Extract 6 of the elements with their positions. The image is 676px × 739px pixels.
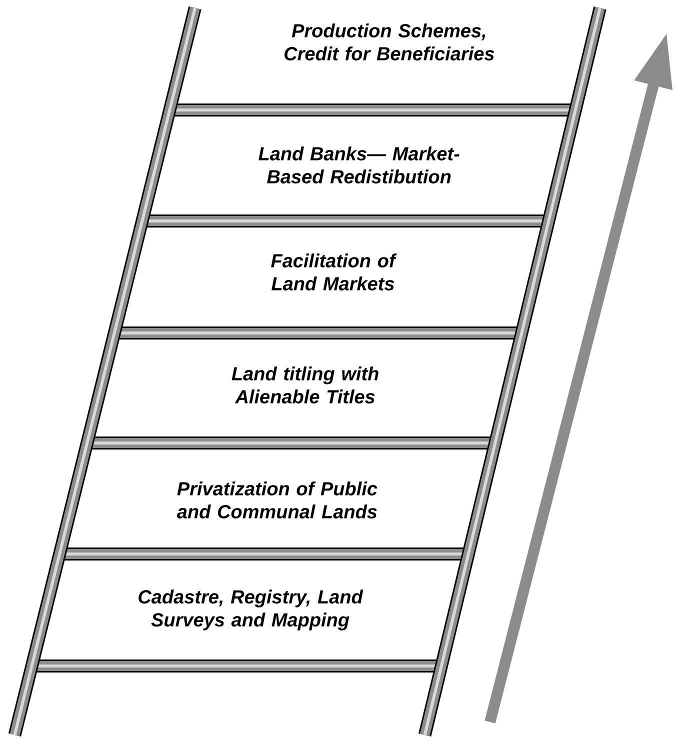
step-label: Privatization of Public and Communal Lands (177, 482, 378, 518)
step-label: Land titling with Alienable Titles (232, 366, 378, 404)
step-label: Land Banks— Market-Based Redistibution (258, 146, 460, 184)
step-label: Production Schemes, Credit for Beneficiaries (284, 24, 494, 60)
step-label: Cadastre, Registry, Land Surveys and Mapping (138, 590, 364, 630)
step-label: Facilitation of Land Markets (271, 254, 397, 290)
